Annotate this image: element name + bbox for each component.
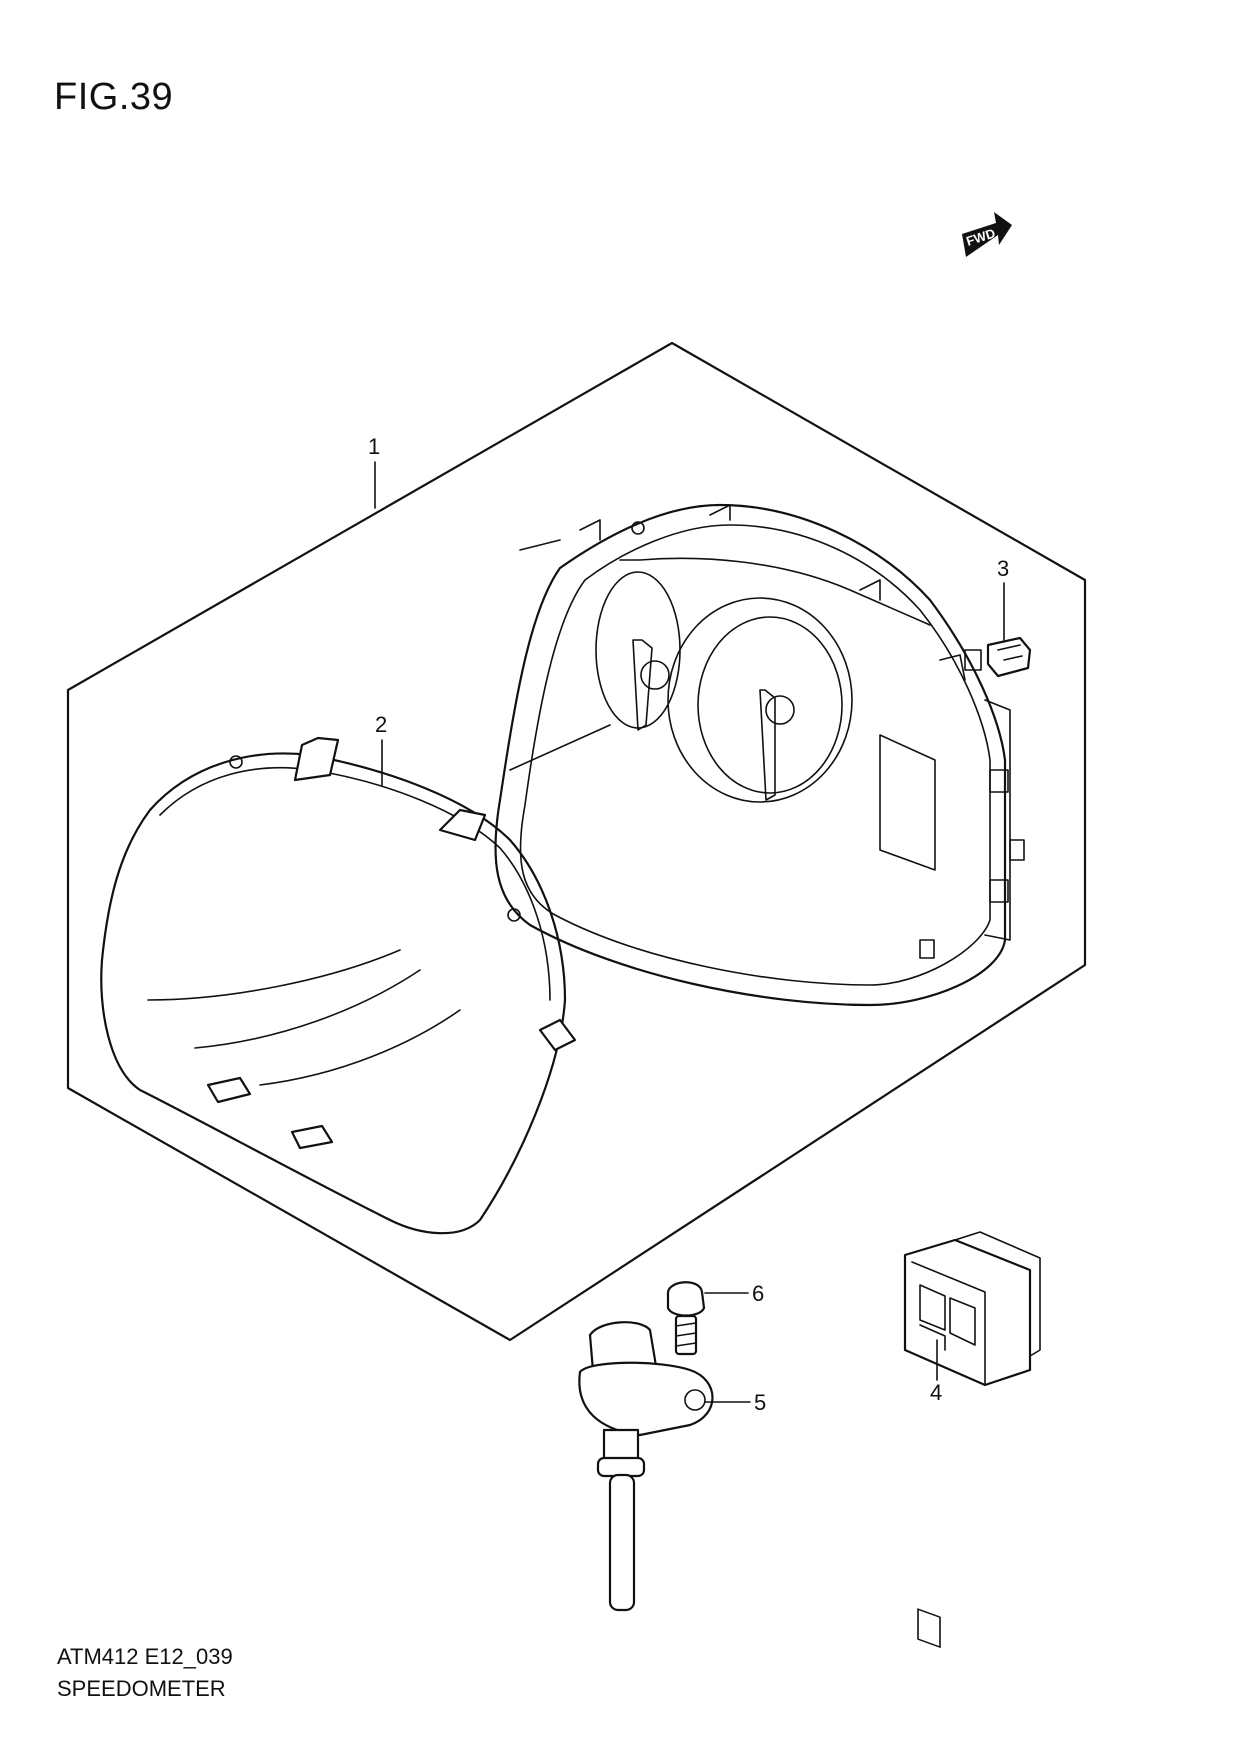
part-bulb-socket bbox=[986, 636, 1032, 678]
figure-code: ATM412 E12_039 bbox=[57, 1644, 233, 1669]
callout-5: 5 bbox=[754, 1390, 766, 1415]
figure-title: FIG.39 bbox=[54, 76, 174, 118]
callout-3: 3 bbox=[997, 556, 1009, 581]
part-speed-sensor bbox=[578, 1321, 714, 1612]
callout-4: 4 bbox=[930, 1380, 942, 1405]
fwd-arrow-icon: FWD bbox=[962, 212, 1012, 257]
part-meter-assembly bbox=[494, 503, 1025, 1007]
assembly-outline bbox=[66, 341, 1087, 1342]
callout-1: 1 bbox=[368, 434, 380, 459]
part-meter-lens bbox=[100, 736, 577, 1235]
callout-6: 6 bbox=[752, 1281, 764, 1306]
part-switch bbox=[903, 1231, 1041, 1648]
part-bolt bbox=[666, 1281, 706, 1356]
figure-name: SPEEDOMETER bbox=[57, 1676, 226, 1701]
callout-2: 2 bbox=[375, 712, 387, 737]
